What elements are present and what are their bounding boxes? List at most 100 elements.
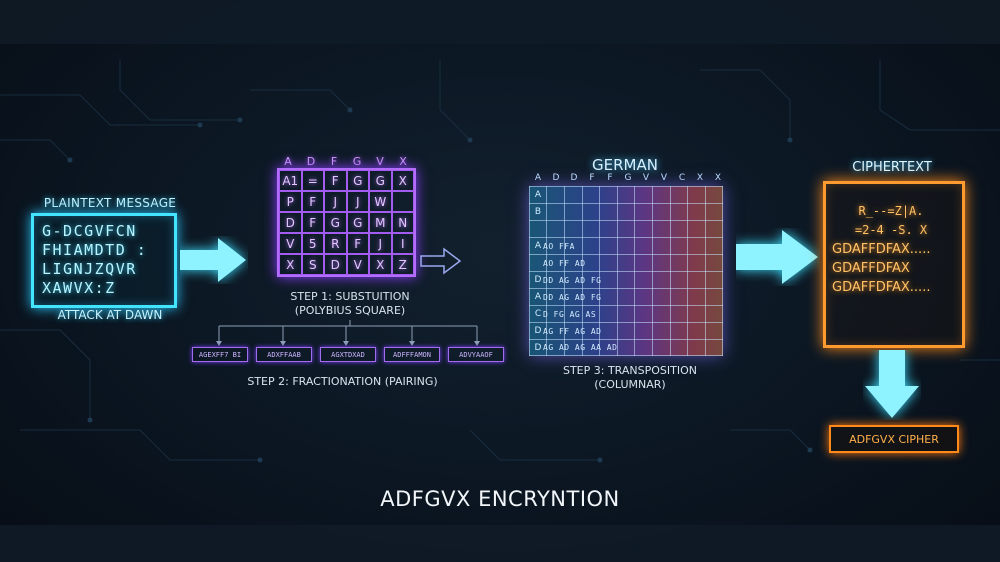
polybius-cell: F [346, 233, 369, 254]
transposition-header: D [570, 173, 578, 183]
polybius-header: G [352, 155, 362, 168]
polybius-cell: X [279, 254, 302, 275]
pair-box: AGEXFF7 BI [192, 347, 248, 362]
polybius-header: A [284, 155, 292, 168]
top-band [0, 0, 1000, 44]
row-text: DD AG AD FG [543, 276, 602, 285]
polybius-cell: F [301, 191, 324, 212]
polybius-cell: X [391, 170, 414, 191]
step2-label: STEP 2: FRACTIONATION (PAIRING) [247, 375, 438, 388]
step1-title: STEP 1: SUBSTUITION [290, 290, 410, 303]
plaintext-line: G-DCGVFCN [42, 222, 137, 240]
step3-subtitle: (COLUMNAR) [594, 378, 666, 391]
cipher-name-badge: ADFGVX CIPHER [829, 425, 959, 453]
polybius-cell: G [346, 170, 369, 191]
row-text: DD AG AD FG [543, 293, 602, 302]
polybius-cell: G [324, 212, 347, 233]
polybius-headers: A D F G V X [278, 155, 418, 169]
step1-subtitle: (POLYBIUS SQUARE) [294, 304, 406, 317]
polybius-cell [391, 191, 414, 212]
polybius-cell: I [391, 233, 414, 254]
polybius-cell: J [369, 233, 392, 254]
polybius-cell: P [279, 191, 302, 212]
row-letter: D [534, 343, 542, 353]
pair-box: ADXFFAAB [256, 347, 312, 362]
polybius-cell: G [369, 170, 392, 191]
plaintext-line: LIGNJZQVR [42, 260, 137, 278]
ciphertext-line: GDAFFDFAX..... [832, 242, 931, 257]
ciphertext-heading: CIPHERTEXT [852, 160, 932, 175]
bottom-band [0, 525, 1000, 562]
polybius-cell: D [279, 212, 302, 233]
arrow-right-icon [736, 230, 818, 284]
row-text: AG FF AG AD [543, 327, 602, 336]
row-text: AO FFA [543, 242, 575, 251]
polybius-header: V [376, 155, 384, 168]
plaintext-heading: PLAINTEXT MESSAGE [43, 196, 177, 210]
polybius-cell: F [301, 212, 324, 233]
polybius-cell: N [391, 212, 414, 233]
polybius-cell: G [346, 212, 369, 233]
transposition-gridlines [529, 186, 723, 356]
polybius-cell: V [346, 254, 369, 275]
row-text: AG AD AG AA AD [543, 343, 618, 352]
row-text: D FG AG AS [543, 310, 597, 319]
transposition-header: V [660, 173, 668, 183]
polybius-cell: D [324, 254, 347, 275]
transposition-header: F [607, 173, 613, 183]
step3-title: STEP 3: TRANSPOSITION [562, 364, 697, 377]
polybius-cell: A1 [279, 170, 302, 191]
transposition-header: X [696, 173, 704, 183]
ciphertext-box: R_--=Z|A. =2-4 -S. X GDAFFDFAX..... GDAF… [823, 181, 965, 348]
step1-label: STEP 1: SUBSTUITION (POLYBIUS SQUARE) [270, 290, 430, 318]
pair-box: AGXTDXAD [320, 347, 376, 362]
polybius-square: A1 = F G G X P F J J W D F G G M N V 5 R… [277, 168, 416, 277]
row-letter: A [534, 292, 542, 302]
outline-arrow-icon [420, 247, 462, 275]
step3-label: STEP 3: TRANSPOSITION (COLUMNAR) [548, 364, 712, 392]
row-letter: A [534, 241, 542, 251]
arrow-down-icon [865, 350, 919, 418]
transposition-header: C [678, 173, 686, 183]
plaintext-line: XAWVX:Z [42, 279, 116, 297]
keyword-label: GERMAN [592, 156, 658, 174]
plaintext-caption: ATTACK AT DAWN [57, 308, 163, 322]
ciphertext-line: R_--=Z|A. [858, 204, 924, 218]
page-title: ADFGVX ENCRYNTION [380, 487, 620, 511]
pair-box: ADVYAAOF [448, 347, 504, 362]
polybius-cell: = [301, 170, 324, 191]
polybius-cell: J [346, 191, 369, 212]
polybius-cell: F [324, 170, 347, 191]
polybius-cell: 5 [301, 233, 324, 254]
transposition-header: A [534, 173, 542, 183]
transposition-grid: A B A D A C D D AO FFA AO FF AD DD AG AD… [529, 186, 723, 356]
polybius-header: X [399, 155, 407, 168]
polybius-cell: V [279, 233, 302, 254]
polybius-header: D [306, 155, 316, 168]
pair-box: ADFFFAMON [384, 347, 440, 362]
transposition-header: G [624, 173, 632, 183]
polybius-cell: M [369, 212, 392, 233]
row-letter: B [534, 207, 542, 217]
ciphertext-line: GDAFFDFAX..... [832, 280, 931, 295]
row-letter: A [534, 190, 542, 200]
plaintext-box: G-DCGVFCN FHIAMDTD : LIGNJZQVR XAWVX:Z [31, 213, 177, 308]
transposition-header: D [552, 173, 560, 183]
polybius-cell: S [301, 254, 324, 275]
plaintext-line: FHIAMDTD : [42, 241, 148, 259]
ciphertext-line: =2-4 -S. X [854, 223, 928, 237]
arrow-right-icon [180, 238, 246, 282]
transposition-header: X [714, 173, 722, 183]
row-letter: C [534, 309, 542, 319]
polybius-cell: R [324, 233, 347, 254]
row-letter: D [534, 326, 542, 336]
ciphertext-line: GDAFFDFAX [832, 261, 910, 276]
polybius-cell: J [324, 191, 347, 212]
polybius-header: F [330, 155, 338, 168]
polybius-cell: Z [391, 254, 414, 275]
transposition-header: V [642, 173, 650, 183]
row-text: AO FF AD [543, 259, 586, 268]
transposition-header: F [589, 173, 595, 183]
